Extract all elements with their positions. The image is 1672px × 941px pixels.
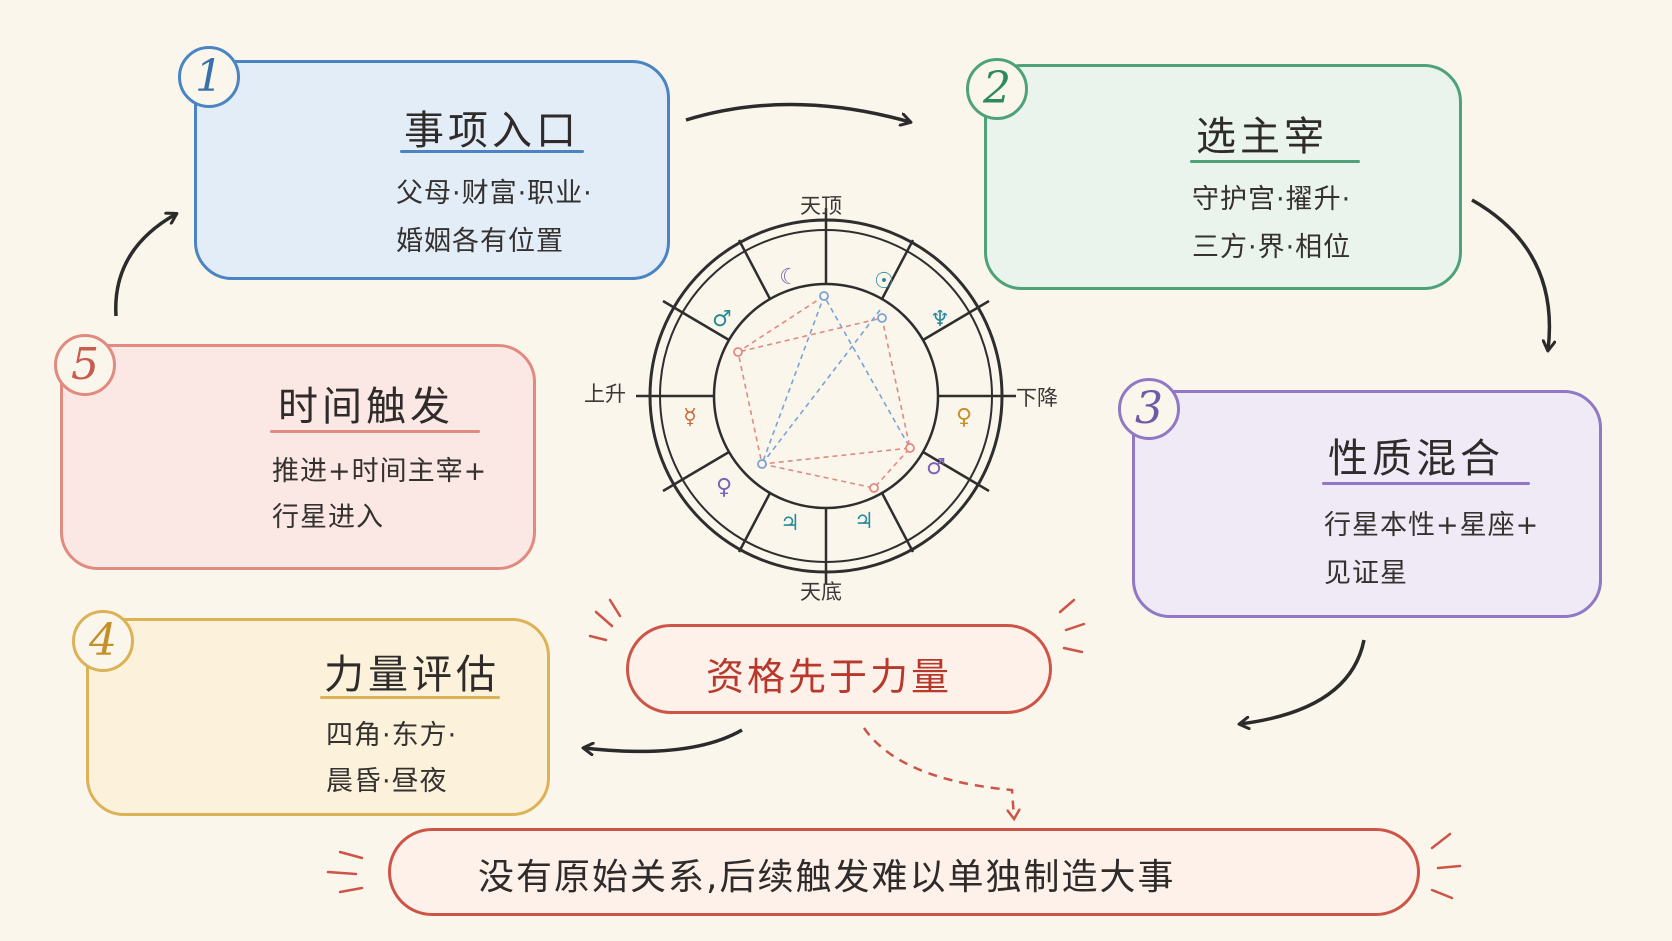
wheel-label-mc: 天顶	[800, 194, 842, 218]
aspect-lines	[737, 294, 911, 489]
step-card-5	[60, 344, 536, 570]
step-desc-2b: 三方·界·相位	[1192, 232, 1352, 263]
svg-text:♀: ♀	[716, 475, 732, 500]
title-underline	[400, 150, 584, 153]
svg-text:☾: ☾	[779, 265, 799, 290]
chart-wheel: ☾ ☉ ♂ ♆ ☿ ♀ ♀ ♂ ♃ ♃	[636, 208, 1016, 584]
step-number-4: 4	[72, 610, 134, 672]
arrow-2-to-3	[1471, 198, 1549, 350]
step-number-5: 5	[54, 334, 116, 396]
step-desc-3a: 行星本性+星座+	[1324, 510, 1540, 541]
step-card-3	[1132, 390, 1602, 618]
wheel-label-asc: 上升	[584, 382, 626, 406]
step-title-2: 选主宰	[1196, 114, 1328, 160]
svg-text:♆: ♆	[930, 307, 950, 332]
svg-text:☉: ☉	[874, 269, 894, 294]
svg-text:♃: ♃	[854, 509, 874, 534]
svg-text:♂: ♂	[926, 455, 946, 480]
svg-text:♀: ♀	[956, 405, 972, 430]
wheel-label-ic: 天底	[800, 580, 842, 604]
step-number-3: 3	[1118, 378, 1180, 440]
arrow-3-to-center	[1240, 639, 1366, 724]
step-number-2: 2	[966, 58, 1028, 120]
arrow-center-to-4	[584, 728, 743, 751]
step-desc-4b: 晨昏·昼夜	[326, 766, 448, 797]
key-principle-text: 资格先于力量	[706, 655, 953, 699]
arrow-1-to-2	[685, 102, 910, 122]
conclusion-text: 没有原始关系,后续触发难以单独制造大事	[478, 857, 1176, 898]
svg-text:♂: ♂	[712, 307, 732, 332]
planet-glyphs: ☾ ☉ ♂ ♆ ☿ ♀ ♀ ♂ ♃ ♃	[683, 265, 972, 536]
step-desc-3b: 见证星	[1324, 558, 1408, 589]
arrow-5-to-1	[114, 214, 176, 317]
aspect-nodes	[733, 291, 915, 493]
step-desc-5b: 行星进入	[272, 502, 384, 533]
step-desc-5a: 推进+时间主宰+	[272, 456, 488, 487]
step-desc-2a: 守护宫·擢升·	[1192, 184, 1352, 215]
arrow-center-to-bottom	[862, 727, 1014, 818]
step-title-5: 时间触发	[278, 384, 454, 430]
title-underline	[1190, 160, 1360, 163]
svg-text:♃: ♃	[780, 511, 800, 536]
conclusion-pill	[388, 828, 1420, 916]
step-title-1: 事项入口	[404, 108, 580, 154]
step-title-4: 力量评估	[324, 652, 500, 698]
step-card-2	[984, 64, 1462, 290]
title-underline	[320, 696, 500, 699]
step-number-1: 1	[178, 46, 240, 108]
house-dividers	[636, 208, 1016, 584]
step-desc-1b: 婚姻各有位置	[396, 226, 564, 257]
step-desc-1a: 父母·财富·职业·	[396, 178, 593, 209]
wheel-label-dsc: 下降	[1016, 386, 1058, 410]
step-desc-4a: 四角·东方·	[326, 720, 458, 751]
title-underline	[1322, 482, 1530, 485]
key-principle-pill	[626, 624, 1052, 714]
step-card-4	[86, 618, 550, 816]
step-title-3: 性质混合	[1328, 436, 1504, 482]
title-underline	[270, 430, 480, 433]
svg-text:☿: ☿	[683, 405, 697, 430]
step-card-1	[194, 60, 670, 280]
